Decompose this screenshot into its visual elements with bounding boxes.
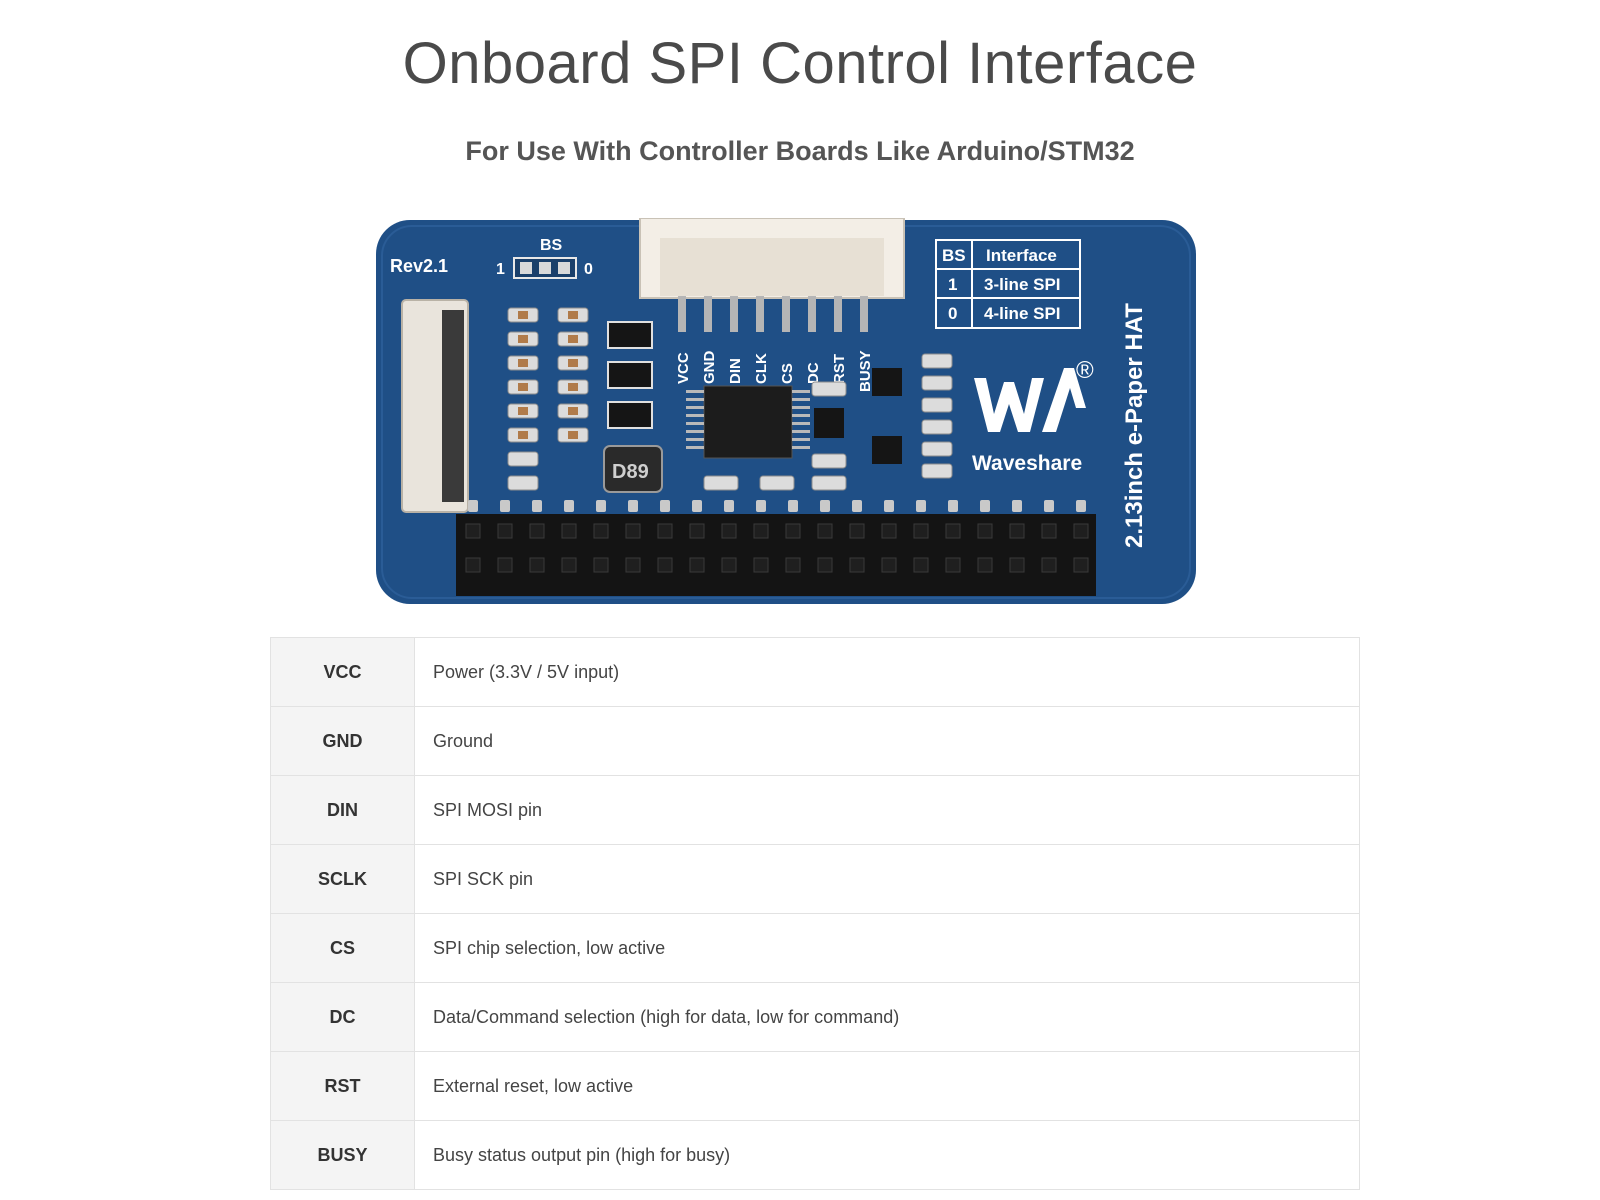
product-name: 2.13inch e-Paper HAT [1121,303,1148,548]
bs-jumper-label: BS [540,237,563,254]
connector-pin-label: GND [701,351,718,385]
bs-jumper-right: 0 [584,261,593,278]
connector-pin-label: RST [831,354,848,384]
inductor-code: D89 [612,461,649,483]
pin-name-cell: VCC [270,637,415,707]
pin-description-cell: Data/Command selection (high for data, l… [414,982,1360,1052]
connector-pin-label: DC [805,362,822,384]
table-row: BUSY Busy status output pin (high for bu… [270,1120,1360,1190]
brand-name: Waveshare [972,452,1082,475]
pin-description-cell: External reset, low active [414,1051,1360,1121]
registered-mark: ® [1076,357,1094,384]
main-ic [703,385,793,459]
pin-description-table: VCC Power (3.3V / 5V input) GND Ground D… [270,637,1360,1190]
bs-table-header: BS [942,246,966,265]
bs-table-header: Interface [986,246,1057,265]
table-row: CS SPI chip selection, low active [270,913,1360,983]
pin-name-cell: DC [270,982,415,1052]
pin-description-cell: SPI SCK pin [414,844,1360,914]
waveshare-logo [974,368,1086,432]
bs-table-cell: 4-line SPI [984,304,1061,323]
revision-label: Rev2.1 [390,256,448,276]
connector-pin-label: DIN [727,358,744,384]
bs-table-cell: 0 [948,304,957,323]
bs-table-cell: 1 [948,275,957,294]
pin-description-cell: SPI chip selection, low active [414,913,1360,983]
pin-description-cell: Power (3.3V / 5V input) [414,637,1360,707]
pin-description-cell: Ground [414,706,1360,776]
table-row: VCC Power (3.3V / 5V input) [270,637,1360,707]
pin-description-cell: SPI MOSI pin [414,775,1360,845]
epaper-hat-board-image: Rev2.1 BS 1 0 VCC GND DIN CLK [374,218,1198,608]
table-row: RST External reset, low active [270,1051,1360,1121]
inductor [603,445,663,493]
table-row: GND Ground [270,706,1360,776]
connector-pin-label: CLK [753,353,770,384]
transistors [607,321,653,429]
pin-name-cell: DIN [270,775,415,845]
gpio-header [456,514,1096,596]
connector-pin-label: CS [779,363,796,384]
connector-pin-label: BUSY [857,350,874,392]
bs-interface-table: BS Interface 1 3-line SPI 0 4-line SPI [935,239,1081,329]
bs-jumper-left: 1 [496,261,505,278]
bs-table-cell: 3-line SPI [984,275,1061,294]
pin-name-cell: GND [270,706,415,776]
table-row: DC Data/Command selection (high for data… [270,982,1360,1052]
pin-description-cell: Busy status output pin (high for busy) [414,1120,1360,1190]
connector-pin-label: VCC [675,352,692,384]
table-row: DIN SPI MOSI pin [270,775,1360,845]
pin-name-cell: BUSY [270,1120,415,1190]
gpio-header-pins [465,523,1089,573]
gpio-solder-joints [468,500,1086,512]
page-subtitle: For Use With Controller Boards Like Ardu… [465,136,1135,166]
table-row: SCLK SPI SCK pin [270,844,1360,914]
page-title: Onboard SPI Control Interface [402,31,1198,96]
connector-pin-labels: VCC GND DIN CLK CS DC RST BUSY [675,350,874,392]
pin-name-cell: CS [270,913,415,983]
connector-pin-leads [678,296,868,332]
pin-name-cell: SCLK [270,844,415,914]
pin-name-cell: RST [270,1051,415,1121]
